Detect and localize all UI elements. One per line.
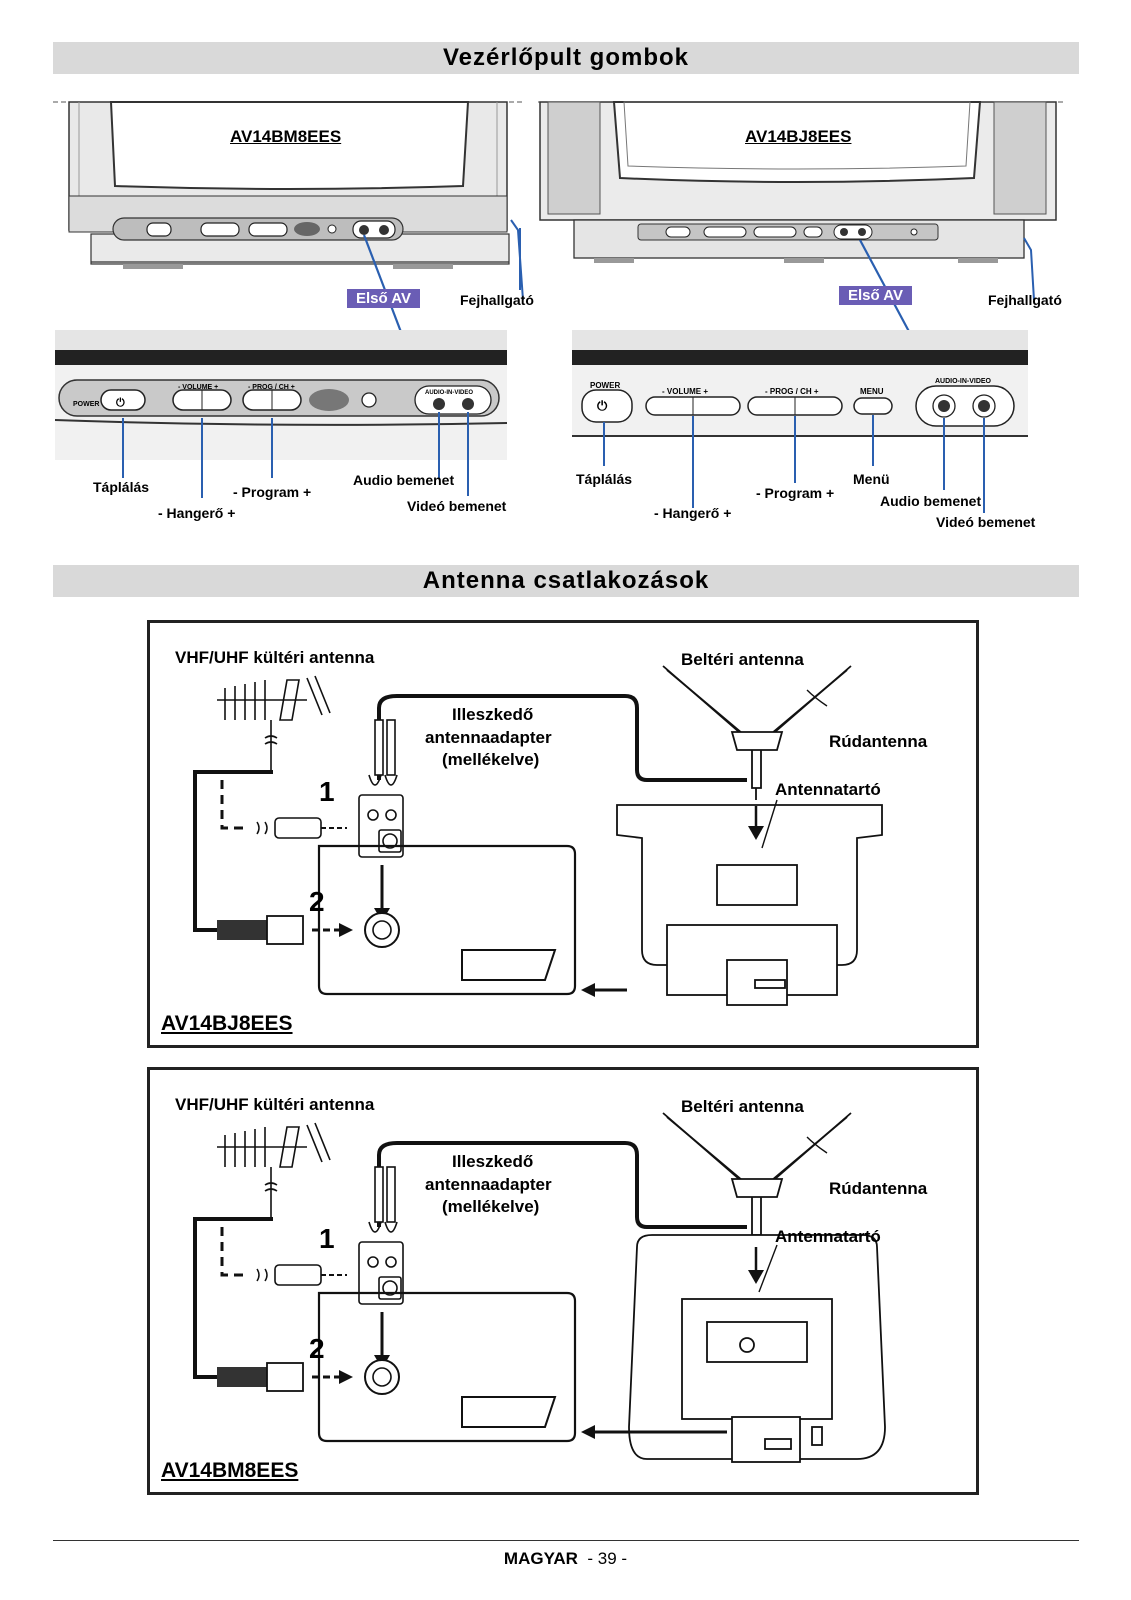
right-volume-label: - Hangerő + [654, 505, 732, 521]
d1-adapter-line2: antennaadapter [425, 728, 552, 747]
page-footer: MAGYAR - 39 - [0, 1549, 1131, 1569]
right-menu-label: Menü [853, 471, 890, 487]
left-power-icon: ⏻ [116, 397, 125, 409]
right-menu-text: MENU [860, 387, 884, 396]
right-prog-text: - PROG / CH + [765, 387, 819, 396]
right-model-label: AV14BJ8EES [745, 127, 852, 146]
left-headphone-label: Fejhallgató [460, 292, 534, 308]
left-tv-front-illustration [53, 101, 524, 301]
diagram-2-frame [147, 1067, 979, 1495]
d2-rod-label: Rúdantenna [829, 1179, 928, 1198]
d2-outdoor-label: VHF/UHF kültéri antenna [175, 1095, 375, 1114]
right-audio-in-label: Audio bemenet [880, 493, 982, 509]
right-power-label: Táplálás [576, 471, 633, 487]
d2-adapter-line1: Illeszkedő [452, 1152, 534, 1171]
footer-rule [53, 1540, 1079, 1541]
right-power-text: POWER [590, 381, 621, 390]
right-front-av-badge: Első AV [839, 286, 913, 305]
d1-outdoor-label: VHF/UHF kültéri antenna [175, 648, 375, 667]
left-power-text: POWER [73, 401, 100, 408]
left-program-label: - Program + [233, 484, 312, 500]
d1-adapter-line3: (mellékelve) [442, 750, 540, 769]
left-model-label: AV14BM8EES [230, 127, 342, 146]
diagram-1-drawing [193, 665, 883, 1006]
right-headphone-label: Fejhallgató [988, 292, 1062, 308]
right-program-label: - Program + [756, 485, 835, 501]
left-panel-zoom [54, 330, 508, 498]
right-power-icon: ⏻ [597, 398, 608, 413]
d1-indoor-label: Beltéri antenna [681, 650, 804, 669]
d2-step-2: 2 [309, 1333, 325, 1364]
d1-step-2: 2 [309, 886, 325, 917]
d1-adapter-line1: Illeszkedő [452, 705, 534, 724]
d2-adapter-line2: antennaadapter [425, 1175, 552, 1194]
d2-indoor-label: Beltéri antenna [681, 1097, 804, 1116]
d1-rod-label: Rúdantenna [829, 732, 928, 751]
controls-section-title: Vezérlőpult gombok [53, 42, 1079, 74]
d1-holder-label: Antennatartó [775, 780, 881, 799]
d1-step-1: 1 [319, 776, 335, 807]
right-tv-front-illustration [538, 101, 1064, 301]
left-audio-in-label: Audio bemenet [353, 472, 455, 488]
left-audio-in-video-text: AUDIO-IN-VIDEO [425, 390, 473, 396]
antenna-section-title: Antenna csatlakozások [53, 565, 1079, 597]
left-front-av-badge: Első AV [347, 289, 421, 308]
right-audio-in-video-text: AUDIO-IN-VIDEO [935, 378, 991, 385]
d2-adapter-line3: (mellékelve) [442, 1197, 540, 1216]
right-panel-zoom [572, 330, 1028, 513]
antenna-diagram-2: VHF/UHF kültéri antenna Beltéri antenna … [147, 1067, 979, 1495]
right-video-in-label: Videó bemenet [936, 514, 1036, 530]
left-power-label: Táplálás [93, 479, 150, 495]
d2-holder-label: Antennatartó [775, 1227, 881, 1246]
d2-model-label: AV14BM8EES [161, 1459, 299, 1482]
footer-language: MAGYAR [503, 1549, 578, 1568]
diagram-2-drawing [193, 1112, 886, 1463]
d2-step-1: 1 [319, 1223, 335, 1254]
antenna-diagram-1: VHF/UHF kültéri antenna Beltéri antenna … [147, 620, 979, 1048]
left-volume-label: - Hangerő + [158, 505, 236, 521]
diagram-1-frame [147, 620, 979, 1048]
right-volume-text: - VOLUME + [662, 387, 709, 396]
left-volume-text: - VOLUME + [178, 384, 219, 391]
d1-model-label: AV14BJ8EES [161, 1012, 293, 1035]
left-video-in-label: Videó bemenet [407, 498, 507, 514]
footer-page-number: - 39 - [587, 1549, 628, 1568]
left-prog-text: - PROG / CH + [248, 384, 295, 391]
